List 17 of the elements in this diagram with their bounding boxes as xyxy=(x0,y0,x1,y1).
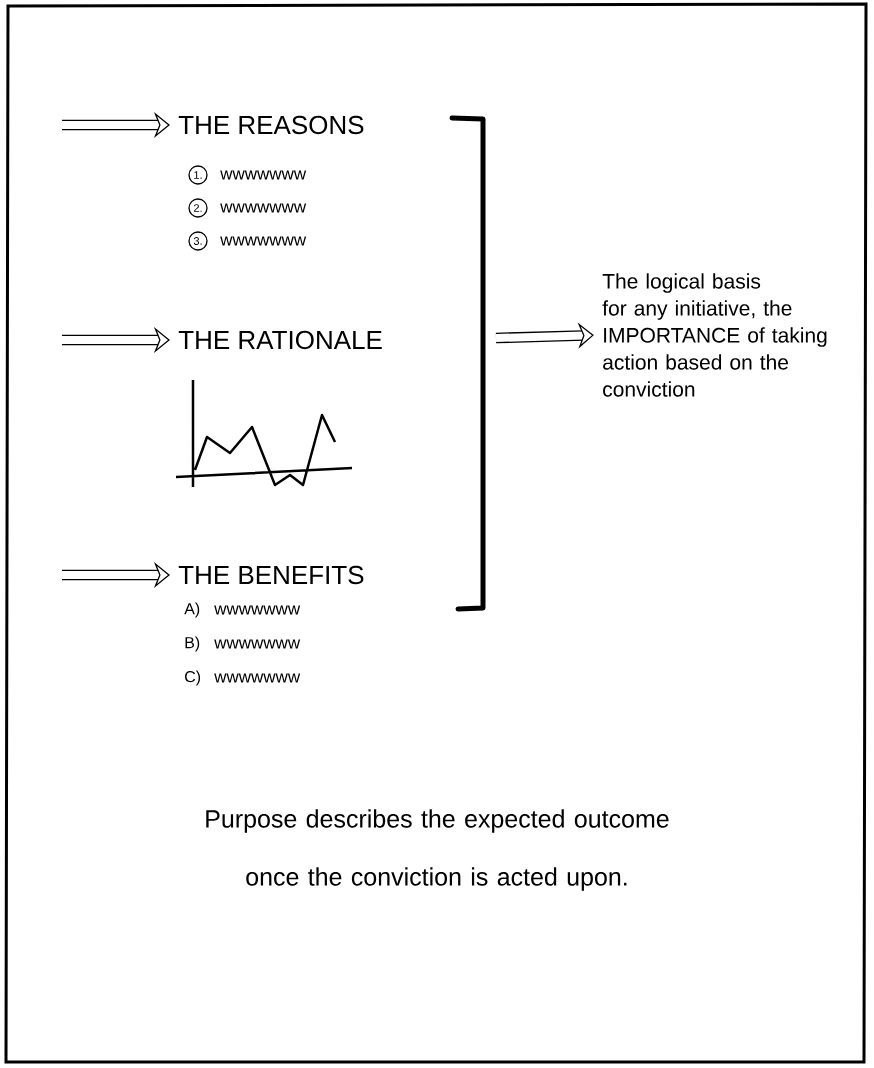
list-item: wwwwwww xyxy=(214,673,301,683)
list-item: wwwwwww xyxy=(220,170,307,180)
caption: Purpose describes the expected outcome once the conviction is acted upon. xyxy=(206,809,669,891)
section-heading: THE REASONS xyxy=(178,115,364,135)
list-marker: A) xyxy=(184,602,200,618)
list-item: wwwwwww xyxy=(214,639,301,649)
list-marker: C) xyxy=(185,670,201,686)
list-item: wwwwwww xyxy=(214,605,301,615)
section-heading: THE BENEFITS xyxy=(178,565,364,585)
circled-number: 1. xyxy=(188,165,208,185)
section-heading: THE RATIONALE xyxy=(178,330,382,350)
circled-number: 2. xyxy=(188,198,208,218)
list-item: wwwwwww xyxy=(220,236,307,246)
list-marker: B) xyxy=(185,636,200,652)
circled-number: 3. xyxy=(188,231,208,251)
list-item: wwwwwww xyxy=(220,203,307,213)
description-text: The logical basis for any initiative, the IMPORTANCE of taking action based on the conviction xyxy=(602,273,827,397)
